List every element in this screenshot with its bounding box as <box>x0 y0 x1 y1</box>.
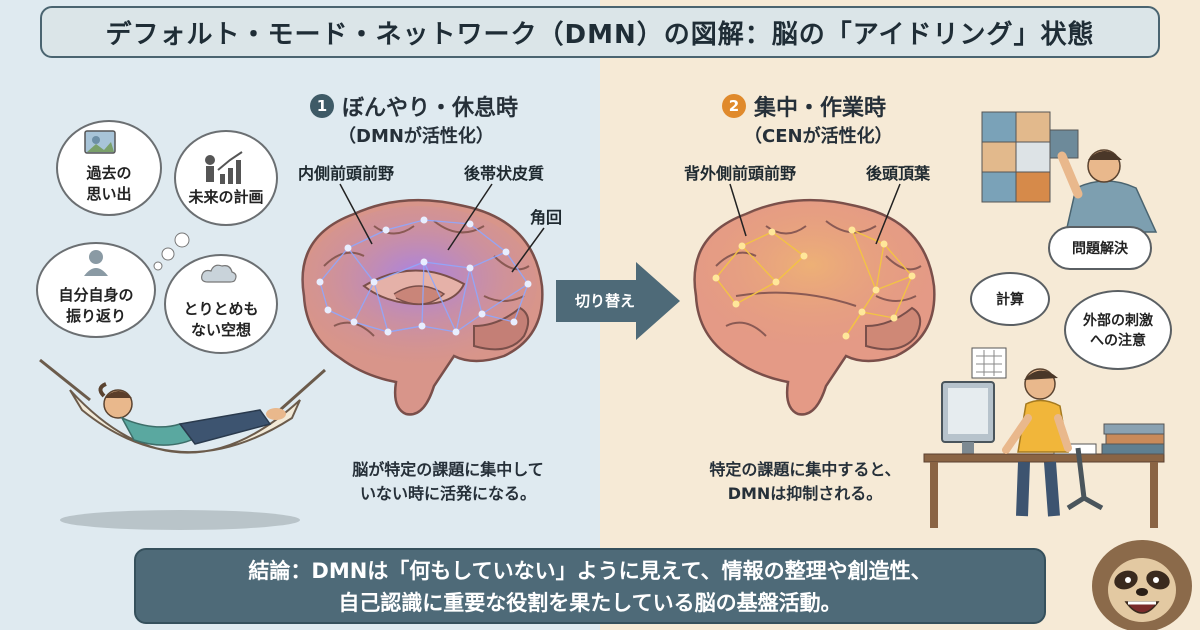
bubble-calculation-text: 計算 <box>996 292 1024 308</box>
growth-chart-icon <box>205 151 243 184</box>
bubble-calculation: 計算 <box>970 272 1050 326</box>
cen-label-leaders <box>729 183 901 245</box>
bubble-attention: 外部の刺激 への注意 <box>1064 290 1172 370</box>
cloud-icon <box>201 264 237 283</box>
title-banner: デフォルト・モード・ネットワーク（DMN）の図解：脳の「アイドリング」状態 <box>40 6 1160 58</box>
bubble-attention-text: 外部の刺激 への注意 <box>1083 313 1153 349</box>
dmn-label-leaders <box>339 183 545 273</box>
rest-subheading: （DMNが活性化） <box>338 126 494 147</box>
focus-subheading: （CENが活性化） <box>744 126 893 147</box>
puzzle-illustration <box>981 111 1158 233</box>
bubble-problem-solving-text: 問題解決 <box>1072 241 1128 257</box>
page-title: デフォルト・モード・ネットワーク（DMN）の図解：脳の「アイドリング」状態 <box>105 19 1095 50</box>
switch-arrow <box>556 262 680 340</box>
bubble-problem-solving: 問題解決 <box>1048 226 1152 270</box>
thought-trail-dots <box>153 232 190 271</box>
brain-dmn <box>301 198 544 416</box>
step-badge-1: 1 <box>310 94 334 118</box>
rest-heading-text: ぼんやり・休息時 <box>342 96 519 121</box>
thought-self-text: 自分自身の 振り返り <box>58 286 134 325</box>
focus-heading: 2 集中・作業時 <box>722 90 886 122</box>
thought-daydream-text: とりとめも ない空想 <box>183 300 259 339</box>
desk-illustration <box>923 347 1165 528</box>
rest-description: 脳が特定の課題に集中して いない時に活発になる。 <box>352 460 544 503</box>
thought-cloud-memories: 過去の 思い出 <box>56 120 162 216</box>
label-dlpfc: 背外側前頭前野 <box>684 164 797 183</box>
switch-label: 切り替え <box>574 292 635 310</box>
focus-heading-text: 集中・作業時 <box>754 96 887 121</box>
brain-cen <box>693 198 936 416</box>
conclusion-text: 結論：DMNは「何もしていない」ように見えて、情報の整理や創造性、 自己認識に重… <box>248 559 932 615</box>
focus-description: 特定の課題に集中すると、 DMNは抑制される。 <box>709 460 901 503</box>
photo-icon <box>84 130 116 154</box>
label-pcc: 後帯状皮質 <box>464 164 545 183</box>
conclusion-banner: 結論：DMNは「何もしていない」ように見えて、情報の整理や創造性、 自己認識に重… <box>134 548 1046 624</box>
step-badge-2: 2 <box>722 94 746 118</box>
thought-cloud-daydream: とりとめも ない空想 <box>164 254 278 354</box>
label-parietal: 後頭頂葉 <box>866 164 931 183</box>
label-angular: 角回 <box>530 208 563 227</box>
thought-future-text: 未来の計画 <box>188 187 264 206</box>
thought-cloud-future: 未来の計画 <box>174 130 278 226</box>
sloth-mascot <box>1092 540 1192 630</box>
label-mpfc: 内側前頭前野 <box>298 164 395 183</box>
thought-cloud-self: 自分自身の 振り返り <box>36 242 156 338</box>
rest-heading: 1 ぼんやり・休息時 <box>310 90 518 122</box>
thought-memories-text: 過去の 思い出 <box>86 164 132 203</box>
hammock-illustration <box>39 358 326 530</box>
person-icon <box>84 250 108 276</box>
